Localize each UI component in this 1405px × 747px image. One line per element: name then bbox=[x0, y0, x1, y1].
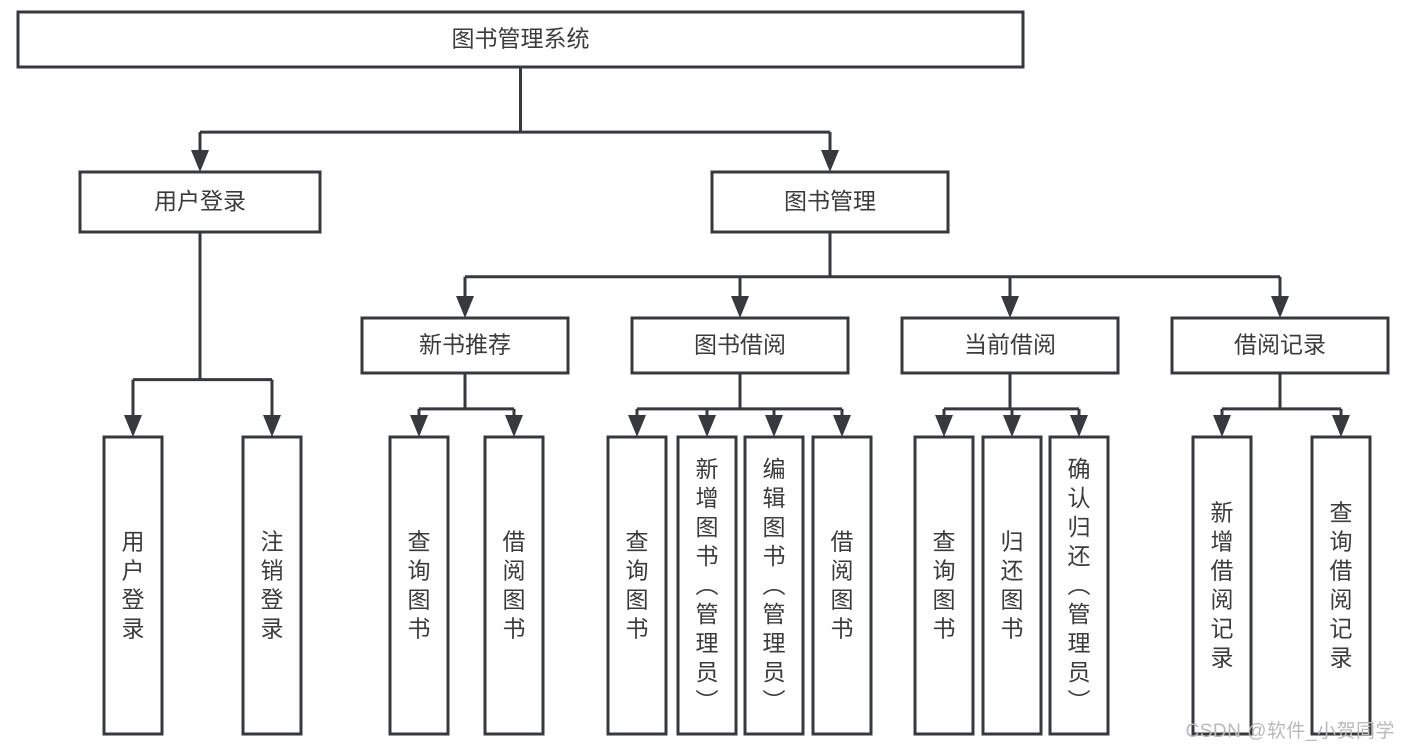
node-leaf-query-record[interactable]: 查询借阅记录 bbox=[1310, 435, 1372, 736]
node-leaf-query-book-2[interactable]: 查询图书 bbox=[606, 435, 668, 736]
arrow-head-icon bbox=[628, 415, 646, 437]
node-label: 图书管理 bbox=[784, 188, 876, 214]
node-box bbox=[913, 435, 975, 736]
node-box bbox=[16, 10, 1025, 69]
arrow-head-icon bbox=[1271, 296, 1289, 318]
node-new-book-rec[interactable]: 新书推荐 bbox=[360, 316, 570, 375]
node-book-manage[interactable]: 图书管理 bbox=[710, 170, 950, 234]
arrow-head-icon bbox=[124, 415, 142, 437]
node-label: 当前借阅 bbox=[964, 332, 1056, 358]
node-box bbox=[483, 435, 545, 736]
node-box bbox=[981, 435, 1043, 736]
node-label: 新增借阅记录 bbox=[1211, 500, 1234, 671]
node-label: 图书借阅 bbox=[694, 332, 786, 358]
arrow-head-icon bbox=[410, 415, 428, 437]
node-label: 确认归还︵管理员︶ bbox=[1068, 456, 1091, 714]
node-box bbox=[630, 316, 850, 375]
node-box bbox=[811, 435, 873, 736]
arrow-head-icon bbox=[1332, 415, 1350, 437]
node-leaf-borrow-book-1[interactable]: 借阅图书 bbox=[483, 435, 545, 736]
node-user-login[interactable]: 用户登录 bbox=[78, 170, 322, 234]
node-box bbox=[900, 316, 1120, 375]
node-leaf-return-book[interactable]: 归还图书 bbox=[981, 435, 1043, 736]
node-box bbox=[1170, 316, 1390, 375]
node-box bbox=[102, 435, 164, 736]
arrow-head-icon bbox=[1213, 415, 1231, 437]
arrow-head-icon bbox=[765, 415, 783, 437]
connector-layer bbox=[124, 67, 1350, 437]
node-label: 用户登录 bbox=[122, 529, 145, 642]
node-root[interactable]: 图书管理系统 bbox=[16, 10, 1025, 69]
arrow-head-icon bbox=[731, 296, 749, 318]
arrow-head-icon bbox=[1001, 296, 1019, 318]
node-box bbox=[710, 170, 950, 234]
node-box bbox=[606, 435, 668, 736]
node-box bbox=[1310, 435, 1372, 736]
node-label: 注销登录 bbox=[261, 529, 284, 642]
node-label: 借阅图书 bbox=[503, 529, 526, 642]
node-label: 查询图书 bbox=[408, 529, 431, 642]
node-layer: 图书管理系统用户登录图书管理新书推荐图书借阅当前借阅借阅记录用户登录注销登录查询… bbox=[16, 10, 1390, 736]
node-leaf-edit-book[interactable]: 编辑图书︵管理员︶ bbox=[743, 435, 805, 736]
arrow-head-icon bbox=[1070, 415, 1088, 437]
node-box bbox=[1191, 435, 1253, 736]
arrow-head-icon bbox=[1003, 415, 1021, 437]
node-box bbox=[743, 435, 805, 736]
node-leaf-add-book[interactable]: 新增图书︵管理员︶ bbox=[676, 435, 738, 736]
node-label: 用户登录 bbox=[154, 188, 246, 214]
arrow-head-icon bbox=[935, 415, 953, 437]
node-box bbox=[388, 435, 450, 736]
node-box bbox=[241, 435, 303, 736]
node-label: 归还图书 bbox=[1001, 529, 1024, 642]
arrow-head-icon bbox=[698, 415, 716, 437]
node-label: 新增图书︵管理员︶ bbox=[696, 456, 719, 714]
node-label: 借阅图书 bbox=[831, 529, 854, 642]
arrow-head-icon bbox=[821, 150, 839, 172]
arrow-head-icon bbox=[505, 415, 523, 437]
node-leaf-logout[interactable]: 注销登录 bbox=[241, 435, 303, 736]
node-label: 查询图书 bbox=[626, 529, 649, 642]
node-box bbox=[360, 316, 570, 375]
node-leaf-user-login[interactable]: 用户登录 bbox=[102, 435, 164, 736]
node-leaf-add-record[interactable]: 新增借阅记录 bbox=[1191, 435, 1253, 736]
arrow-head-icon bbox=[191, 150, 209, 172]
node-leaf-query-book-3[interactable]: 查询图书 bbox=[913, 435, 975, 736]
node-leaf-confirm-return[interactable]: 确认归还︵管理员︶ bbox=[1048, 435, 1110, 736]
node-label: 图书管理系统 bbox=[452, 26, 590, 52]
node-book-borrow[interactable]: 图书借阅 bbox=[630, 316, 850, 375]
node-label: 编辑图书︵管理员︶ bbox=[763, 456, 786, 714]
node-label: 新书推荐 bbox=[419, 332, 511, 358]
node-current-borrow[interactable]: 当前借阅 bbox=[900, 316, 1120, 375]
node-box bbox=[78, 170, 322, 234]
arrow-head-icon bbox=[833, 415, 851, 437]
node-leaf-borrow-book-2[interactable]: 借阅图书 bbox=[811, 435, 873, 736]
node-leaf-query-book-1[interactable]: 查询图书 bbox=[388, 435, 450, 736]
node-label: 查询借阅记录 bbox=[1330, 500, 1353, 671]
node-label: 查询图书 bbox=[933, 529, 956, 642]
arrow-head-icon bbox=[456, 296, 474, 318]
node-borrow-record[interactable]: 借阅记录 bbox=[1170, 316, 1390, 375]
arrow-head-icon bbox=[263, 415, 281, 437]
node-box bbox=[1048, 435, 1110, 736]
node-label: 借阅记录 bbox=[1234, 332, 1326, 358]
node-box bbox=[676, 435, 738, 736]
